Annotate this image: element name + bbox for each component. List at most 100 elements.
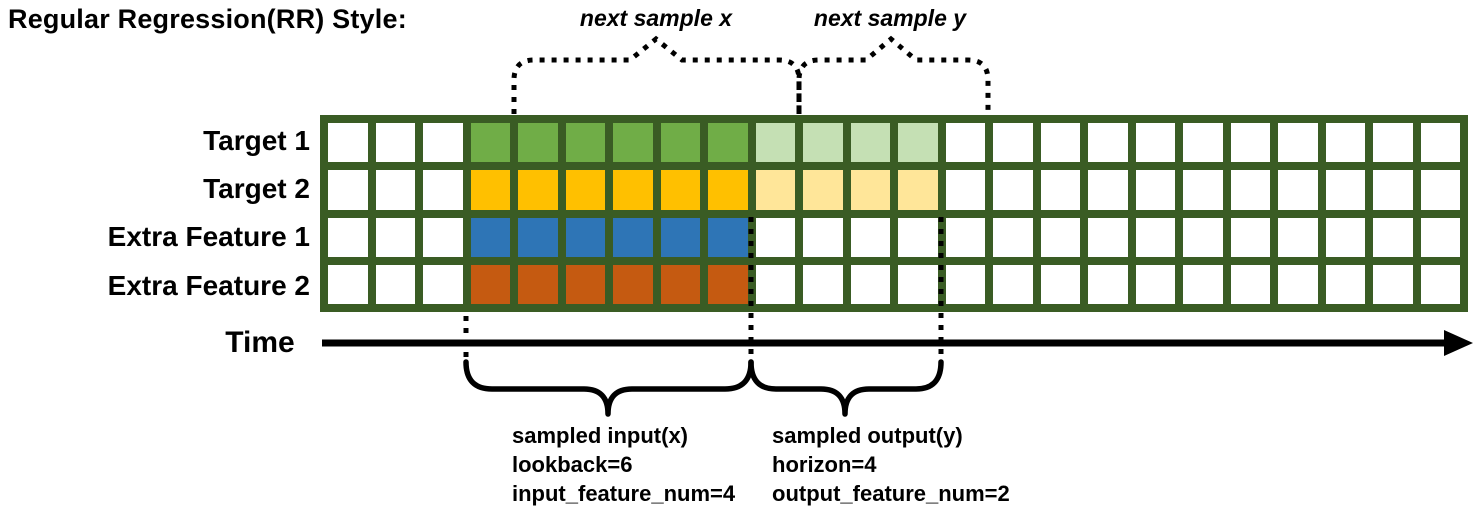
grid-cell-row1 <box>1183 123 1223 163</box>
timeseries-grid <box>320 115 1468 312</box>
grid-cell-row3 <box>375 217 415 257</box>
grid-cell-row4 <box>1325 264 1365 304</box>
grid-cell-row2 <box>1278 170 1318 210</box>
grid-cell-row3 <box>660 217 700 257</box>
grid-cell-row3 <box>898 217 938 257</box>
grid-cell-row3 <box>1373 217 1413 257</box>
grid-cell-row2 <box>1183 170 1223 210</box>
grid-cell-row4 <box>1278 264 1318 304</box>
grid-cell-row3 <box>1230 217 1270 257</box>
grid-cell-row1 <box>1135 123 1175 163</box>
grid-cell-row4 <box>1088 264 1128 304</box>
grid-cell-row3 <box>1183 217 1223 257</box>
grid-cell-row1 <box>470 123 510 163</box>
grid-cell-row2 <box>945 170 985 210</box>
sampled-output-brace <box>748 359 944 417</box>
grid-cell-row2 <box>613 170 653 210</box>
row-label-target-1: Target 1 <box>203 125 310 156</box>
sampled-output-note: sampled output(y) horizon=4 output_featu… <box>772 421 1010 508</box>
grid-cell-row4 <box>708 264 748 304</box>
grid-cell-row1 <box>850 123 890 163</box>
grid-cell-row1 <box>423 123 463 163</box>
grid-cell-row4 <box>518 264 558 304</box>
grid-cell-row4 <box>328 264 368 304</box>
grid-cell-row2 <box>423 170 463 210</box>
grid-cell-row3 <box>993 217 1033 257</box>
grid-cell-row3 <box>850 217 890 257</box>
next-sample-y-label: next sample y <box>813 5 967 31</box>
sampled-input-note: sampled input(x) lookback=6 input_featur… <box>512 421 735 508</box>
grid-cell-row1 <box>1088 123 1128 163</box>
grid-cell-row3 <box>328 217 368 257</box>
sampled-input-title: sampled input(x) <box>512 423 689 448</box>
grid-cell-row3 <box>1088 217 1128 257</box>
diagram-title: Regular Regression(RR) Style: <box>8 4 407 34</box>
grid-cell-row3 <box>1278 217 1318 257</box>
grid-cell-row2 <box>1135 170 1175 210</box>
grid-cell-row4 <box>993 264 1033 304</box>
grid-cell-row3 <box>755 217 795 257</box>
grid-cell-row4 <box>898 264 938 304</box>
grid-cell-row3 <box>945 217 985 257</box>
grid-cell-row1 <box>993 123 1033 163</box>
grid-cell-row3 <box>1135 217 1175 257</box>
grid-cell-row1 <box>565 123 605 163</box>
grid-cell-row4 <box>1135 264 1175 304</box>
grid-cell-row2 <box>850 170 890 210</box>
grid-cell-row4 <box>1040 264 1080 304</box>
input-feature-num-value: input_feature_num=4 <box>512 481 736 506</box>
horizon-value: horizon=4 <box>772 452 877 477</box>
grid-cell-row2 <box>1373 170 1413 210</box>
grid-cell-row4 <box>470 264 510 304</box>
grid-cell-row3 <box>1040 217 1080 257</box>
grid-cell-row4 <box>945 264 985 304</box>
grid-cell-row3 <box>1420 217 1460 257</box>
grid-cell-row4 <box>660 264 700 304</box>
grid-cell-row2 <box>1230 170 1270 210</box>
time-axis-label: Time <box>225 326 295 359</box>
grid-cell-row1 <box>1230 123 1270 163</box>
grid-cell-row2 <box>898 170 938 210</box>
grid-cell-row1 <box>755 123 795 163</box>
grid-cell-row2 <box>1420 170 1460 210</box>
grid-cell-row2 <box>660 170 700 210</box>
grid-cell-row4 <box>565 264 605 304</box>
grid-cell-row4 <box>423 264 463 304</box>
grid-cell-row1 <box>708 123 748 163</box>
grid-cell-row1 <box>328 123 368 163</box>
grid-cell-row2 <box>803 170 843 210</box>
grid-cell-row3 <box>518 217 558 257</box>
grid-cell-row2 <box>755 170 795 210</box>
grid-cell-row2 <box>470 170 510 210</box>
grid-cell-row1 <box>375 123 415 163</box>
sampled-output-title: sampled output(y) <box>772 423 963 448</box>
next-sample-x-label: next sample x <box>579 5 733 31</box>
grid-cell-row4 <box>613 264 653 304</box>
sampled-input-brace <box>463 359 754 417</box>
grid-cell-row1 <box>1278 123 1318 163</box>
output-feature-num-value: output_feature_num=2 <box>772 481 1010 506</box>
grid-cell-row3 <box>613 217 653 257</box>
grid-cell-row1 <box>613 123 653 163</box>
time-axis-arrowhead-icon <box>1444 330 1473 356</box>
grid-cell-row3 <box>470 217 510 257</box>
grid-cell-row4 <box>755 264 795 304</box>
grid-cell-row1 <box>1040 123 1080 163</box>
grid-cell-row3 <box>708 217 748 257</box>
grid-cell-row3 <box>1325 217 1365 257</box>
row-label-target-2: Target 2 <box>203 173 310 204</box>
row-label-extra-feature-1: Extra Feature 1 <box>107 221 310 252</box>
grid-cell-row2 <box>518 170 558 210</box>
grid-cell-row4 <box>375 264 415 304</box>
grid-cell-row1 <box>660 123 700 163</box>
grid-cell-row2 <box>1040 170 1080 210</box>
grid-cell-row2 <box>1088 170 1128 210</box>
row-label-extra-feature-2: Extra Feature 2 <box>107 270 310 301</box>
grid-cell-row3 <box>423 217 463 257</box>
next-sample-x-dotted-brace <box>511 35 802 114</box>
grid-cell-row4 <box>1420 264 1460 304</box>
grid-cell-row4 <box>1230 264 1270 304</box>
grid-cell-row2 <box>708 170 748 210</box>
grid-cell-row1 <box>945 123 985 163</box>
